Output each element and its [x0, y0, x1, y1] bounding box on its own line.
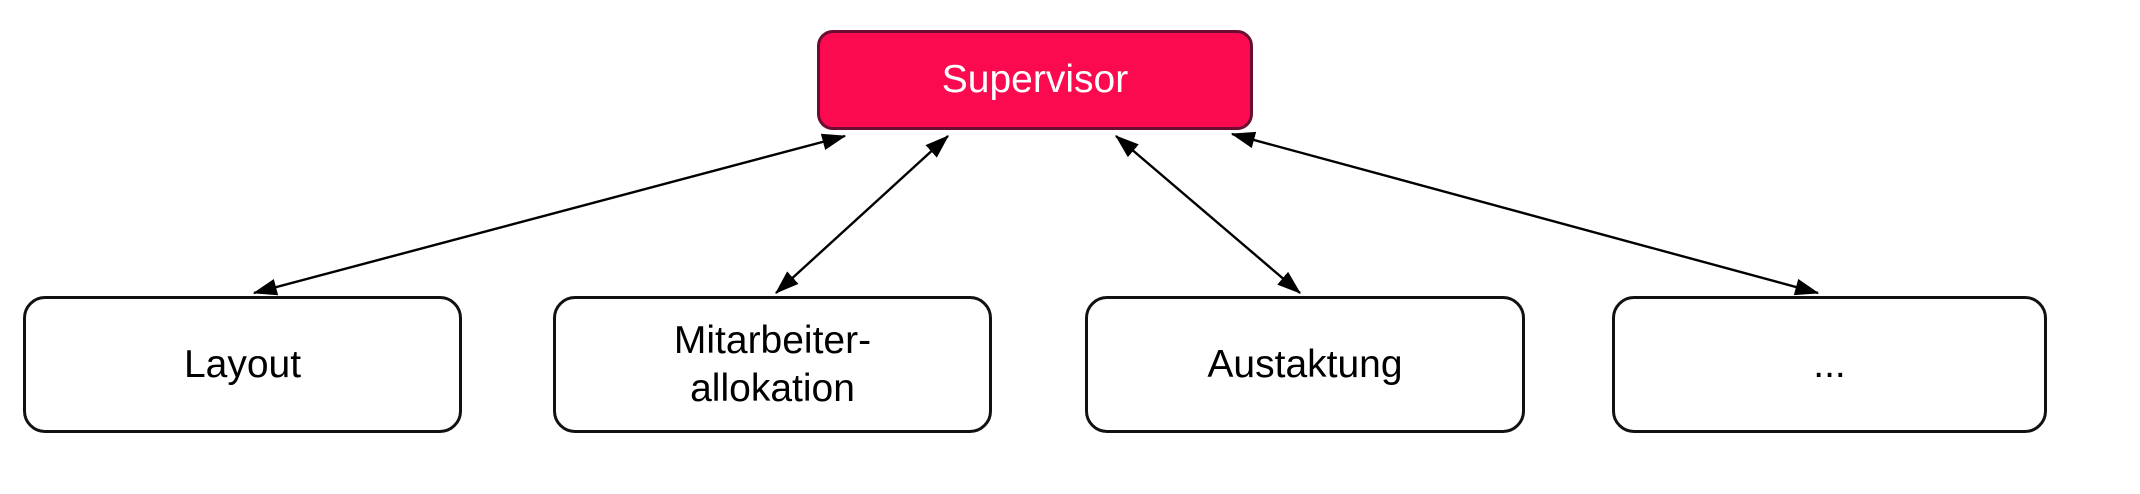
child-node-label: ...: [1813, 342, 1846, 386]
edge-supervisor-more: [1230, 131, 1820, 296]
child-node-austaktung: Austaktung: [1085, 296, 1525, 433]
supervisor-node-label: Supervisor: [941, 57, 1129, 101]
child-node-mitarbeiterallokation: Mitarbeiter- allokation: [553, 296, 992, 433]
supervisor-node: Supervisor: [817, 30, 1253, 130]
child-node-label: Mitarbeiter- allokation: [673, 318, 872, 410]
child-node-layout: Layout: [23, 296, 462, 433]
child-node-more: ...: [1612, 296, 2047, 433]
child-node-label: Austaktung: [1207, 342, 1403, 386]
edge-supervisor-mitarbeiterallokation: [775, 135, 949, 294]
child-node-label: Layout: [183, 342, 302, 386]
edge-supervisor-layout: [252, 133, 847, 296]
edge-supervisor-austaktung: [1115, 135, 1301, 294]
